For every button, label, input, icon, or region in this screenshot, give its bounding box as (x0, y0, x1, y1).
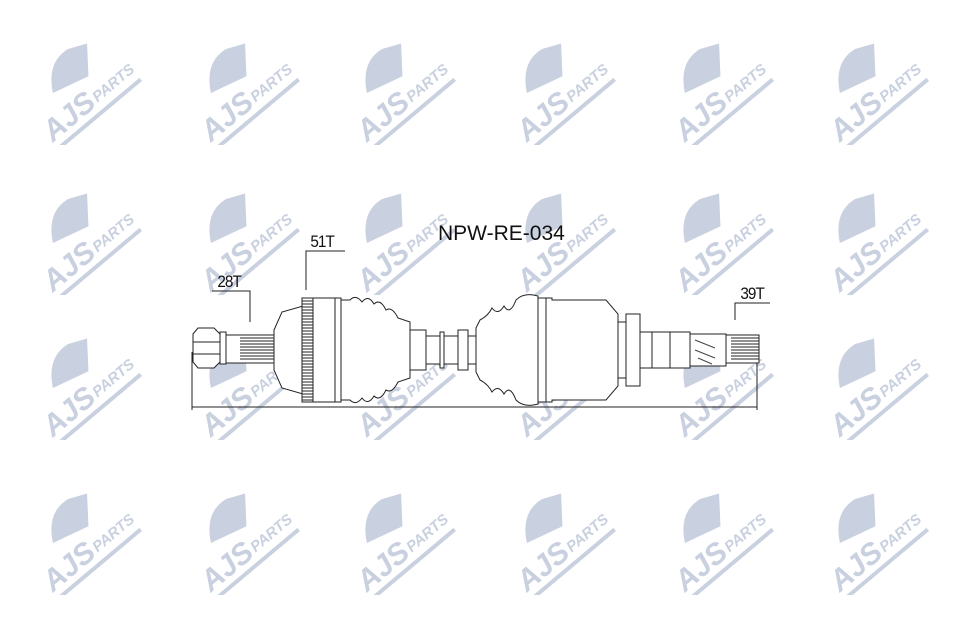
inner-spline (725, 334, 760, 364)
ajs-parts-watermark: AJS PARTS (332, 185, 462, 302)
ajs-parts-watermark: AJS PARTS (650, 35, 780, 152)
ajs-parts-watermark: AJS PARTS (18, 330, 148, 447)
outer-housing (312, 297, 342, 403)
inner-boot (475, 294, 539, 406)
leader-lines (212, 250, 770, 322)
ajs-parts-watermark: AJS PARTS (18, 485, 148, 602)
ajs-parts-watermark: AJS PARTS (332, 35, 462, 152)
ajs-parts-watermark: AJS PARTS (650, 185, 780, 302)
abs-ring (301, 297, 314, 403)
label-51t: 51T (310, 232, 335, 251)
part-number-title: NPW-RE-034 (438, 222, 565, 245)
ajs-parts-watermark: AJS PARTS (176, 485, 306, 602)
ajs-parts-watermark: AJS PARTS (805, 485, 935, 602)
label-39t: 39T (740, 284, 765, 303)
label-28t: 28T (217, 272, 242, 291)
inner-stub-shaft (639, 331, 691, 369)
intermediate-shaft (425, 335, 479, 365)
ajs-parts-watermark: AJS PARTS (492, 185, 622, 302)
ajs-parts-watermark: AJS PARTS (805, 330, 935, 447)
ajs-parts-watermark: AJS PARTS (176, 185, 306, 302)
outer-spline (225, 334, 275, 364)
outer-joint-bell (273, 305, 304, 395)
ajs-parts-watermark: AJS PARTS (805, 185, 935, 302)
ajs-parts-watermark: AJS PARTS (650, 485, 780, 602)
ajs-parts-watermark: AJS PARTS (805, 35, 935, 152)
ajs-parts-watermark: AJS PARTS (18, 35, 148, 152)
inner-housing (537, 297, 619, 403)
outer-boot (340, 296, 411, 404)
ajs-parts-watermark: AJS PARTS (332, 485, 462, 602)
outer-nut (192, 327, 227, 369)
ajs-parts-watermark: AJS PARTS (492, 485, 622, 602)
ajs-parts-watermark: AJS PARTS (176, 35, 306, 152)
ajs-parts-watermark: AJS PARTS (18, 185, 148, 302)
ajs-parts-watermark: AJS PARTS (492, 35, 622, 152)
